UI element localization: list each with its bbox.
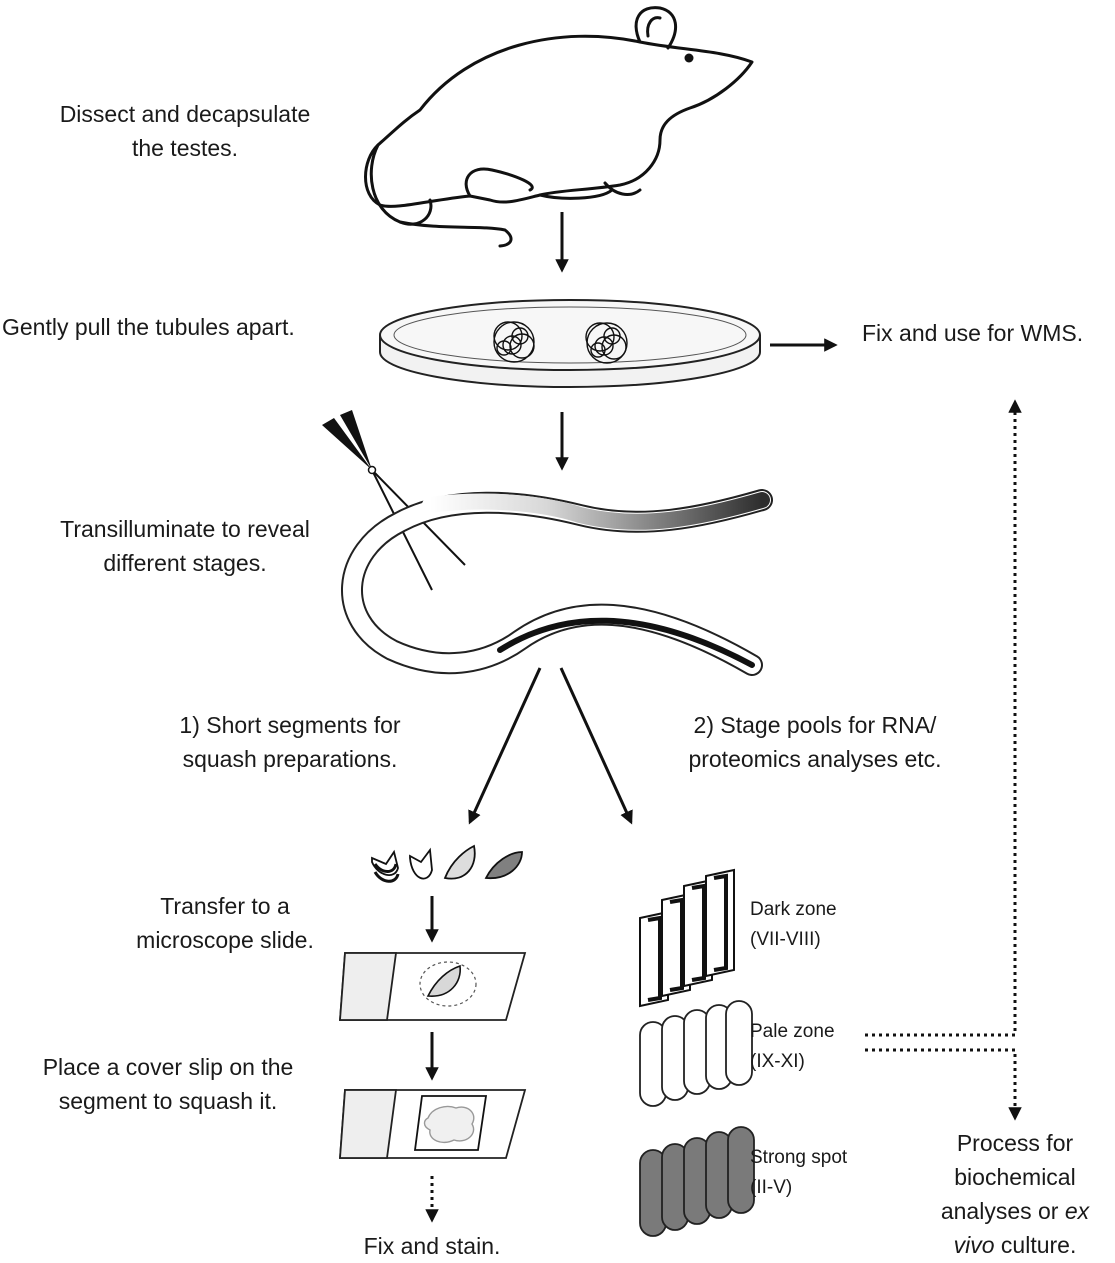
- step-cover-slip-line-1: Place a cover slip on the: [42, 1054, 294, 1080]
- pale-zone-stages: (IX-XI): [750, 1051, 805, 1072]
- petri-dish-icon: [379, 299, 761, 388]
- step-process-line-4a: vivo: [953, 1232, 995, 1258]
- step-transfer-label: Transfer to a microscope slide.: [100, 889, 350, 957]
- tubule-illustration: [341, 489, 773, 676]
- arrow-branch-left: [468, 667, 542, 825]
- dark-zone-name: Dark zone: [750, 899, 837, 920]
- step-pull-label: Gently pull the tubules apart.: [2, 314, 295, 340]
- step-stage-pools-line-2: proteomics analyses etc.: [688, 746, 942, 772]
- step-transfer-line-2: microscope slide.: [136, 927, 314, 953]
- pale-zone-label: Pale zone (IX-XI): [750, 1017, 835, 1077]
- step-fix-stain-label: Fix and stain.: [363, 1233, 501, 1259]
- step-cover-slip-line-2: segment to squash it.: [58, 1088, 278, 1114]
- step-dissect-line-2: the testes.: [131, 135, 239, 161]
- dark-zone-segments: [639, 868, 735, 1008]
- step-dissect-label: Dissect and decapsulate the testes.: [20, 97, 350, 165]
- step-stage-pools-label: 2) Stage pools for RNA/ proteomics analy…: [660, 708, 970, 776]
- step-process-line-4b: culture.: [994, 1232, 1077, 1258]
- segment-shapes: [371, 844, 523, 883]
- arrow-branch-right: [559, 667, 633, 825]
- step-transilluminate-line-2: different stages.: [103, 550, 267, 576]
- step-process-line-3b: ex: [1064, 1198, 1090, 1224]
- strong-spot-name: Strong spot: [750, 1147, 848, 1168]
- step-transfer-line-1: Transfer to a: [160, 893, 290, 919]
- step-transilluminate-label: Transilluminate to reveal different stag…: [20, 512, 350, 580]
- dark-zone-label: Dark zone (VII-VIII): [750, 895, 837, 955]
- step-process-line-1: Process for: [956, 1130, 1074, 1156]
- dark-zone-stages: (VII-VIII): [750, 929, 821, 950]
- strong-spot-label: Strong spot (II-V): [750, 1143, 847, 1203]
- mouse-illustration: [364, 6, 754, 248]
- step-short-segments-label: 1) Short segments for squash preparation…: [140, 708, 440, 776]
- step-process-line-3a: analyses or: [940, 1198, 1065, 1224]
- step-process-label: Process for biochemical analyses or ex v…: [915, 1126, 1115, 1262]
- step-fix-wms-label: Fix and use for WMS.: [862, 320, 1084, 346]
- strong-spot-segments: [639, 1126, 755, 1237]
- microscope-slide-2: [339, 1089, 527, 1159]
- strong-spot-stages: (II-V): [750, 1177, 793, 1198]
- step-process-line-4: vivo culture.: [915, 1228, 1115, 1262]
- step-stage-pools-line-1: 2) Stage pools for RNA/: [693, 712, 937, 738]
- step-cover-slip-label: Place a cover slip on the segment to squ…: [18, 1050, 318, 1118]
- pale-zone-name: Pale zone: [750, 1021, 835, 1042]
- step-process-line-3: analyses or ex: [915, 1194, 1115, 1228]
- step-short-segments-line-1: 1) Short segments for: [179, 712, 401, 738]
- pale-zone-segments: [639, 1000, 753, 1107]
- step-process-line-2: biochemical: [954, 1164, 1076, 1190]
- step-short-segments-line-2: squash preparations.: [182, 746, 398, 772]
- microscope-slide-1: [339, 952, 527, 1021]
- dotted-connectors: [865, 399, 1022, 1121]
- mouse-eye-icon: [684, 53, 694, 63]
- step-dissect-line-1: Dissect and decapsulate: [59, 101, 311, 127]
- step-transilluminate-line-1: Transilluminate to reveal: [60, 516, 310, 542]
